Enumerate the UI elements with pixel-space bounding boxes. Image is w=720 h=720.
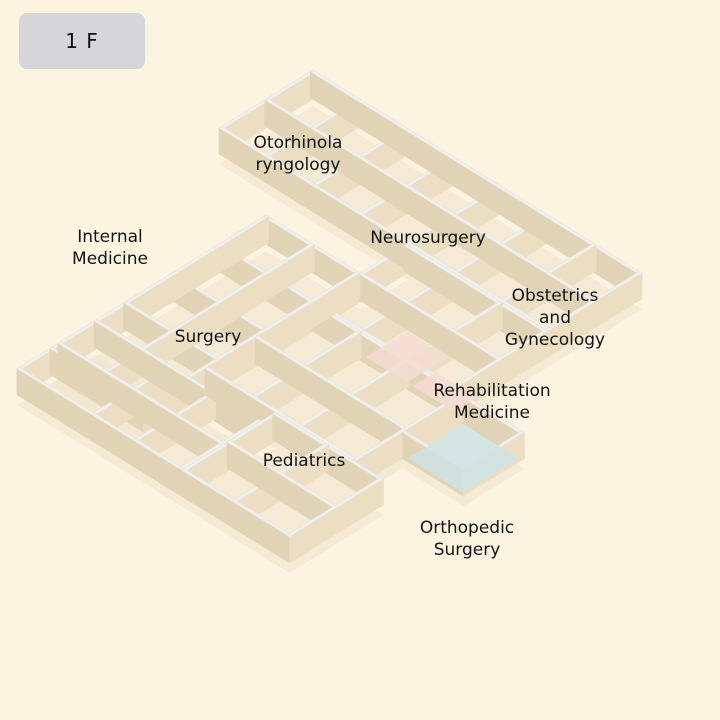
highlight-room-pink-2: [412, 372, 477, 412]
highlight-room-blue: [407, 424, 519, 493]
wall-segment: [286, 476, 385, 564]
floor-label: 1 F: [65, 29, 99, 53]
floor-indicator[interactable]: 1 F: [19, 13, 145, 69]
highlight-room-pink: [365, 331, 449, 383]
shadow-wing-bottom: [181, 448, 384, 573]
